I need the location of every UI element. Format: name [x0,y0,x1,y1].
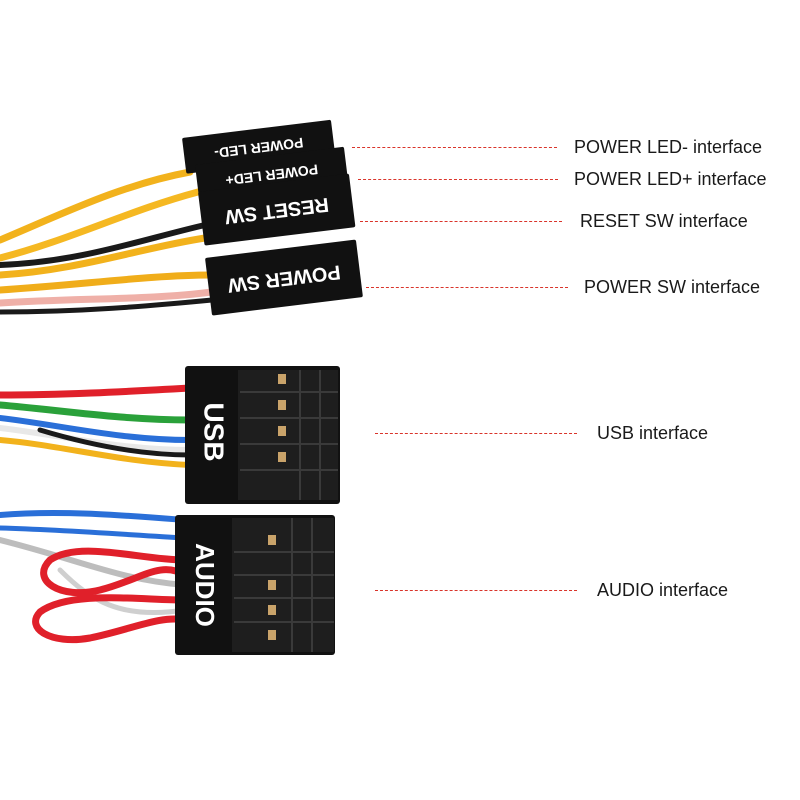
wire-yellow-usb [0,437,193,468]
label-reset-sw: RESET SW interface [580,211,748,231]
label-usb: USB interface [597,423,709,443]
wire-yellow-3 [0,234,209,279]
wire-blue-usb [0,415,193,443]
usb-wires [0,384,194,468]
audio-pins [268,535,276,640]
leader-usb [375,433,577,434]
label-power-sw: POWER SW interface [584,277,761,297]
usb-connector: USB [185,366,340,504]
label-audio: AUDIO interface [597,580,729,600]
leader-power-led-plus [358,179,558,180]
wire-black-usb [37,427,193,458]
wire-black-power [0,297,215,315]
reset-sw-connector: RESET SW [198,173,356,246]
usb-pins [278,374,286,462]
leader-power-led-minus [352,147,557,148]
wire-black-reset [0,222,208,268]
wire-red-loop-2 [32,594,189,644]
wire-yellow-4 [0,271,216,294]
power-sw-connector: POWER SW [205,239,363,316]
audio-connector: AUDIO [175,515,335,655]
wire-grey-audio-2 [57,567,188,616]
audio-wires [0,509,189,644]
leader-power-sw [366,287,568,288]
wire-yellow-2 [0,188,202,262]
usb-connector-text: USB [199,402,230,461]
audio-connector-text: AUDIO [190,543,220,627]
wire-blue-audio-1 [0,509,188,523]
wire-red-loop-1 [40,547,189,597]
wire-red-usb [0,384,194,399]
wire-yellow-1 [0,168,194,244]
wire-blue-audio-2 [0,525,188,541]
label-power-led-plus: POWER LED+ interface [574,169,767,189]
leader-audio [375,590,577,591]
wire-green-usb [0,401,194,424]
leader-reset-sw [360,221,562,222]
label-power-led-minus: POWER LED- interface [574,137,763,157]
wire-pink [0,288,216,307]
wire-grey-audio [0,537,188,588]
front-panel-wires [0,168,216,315]
